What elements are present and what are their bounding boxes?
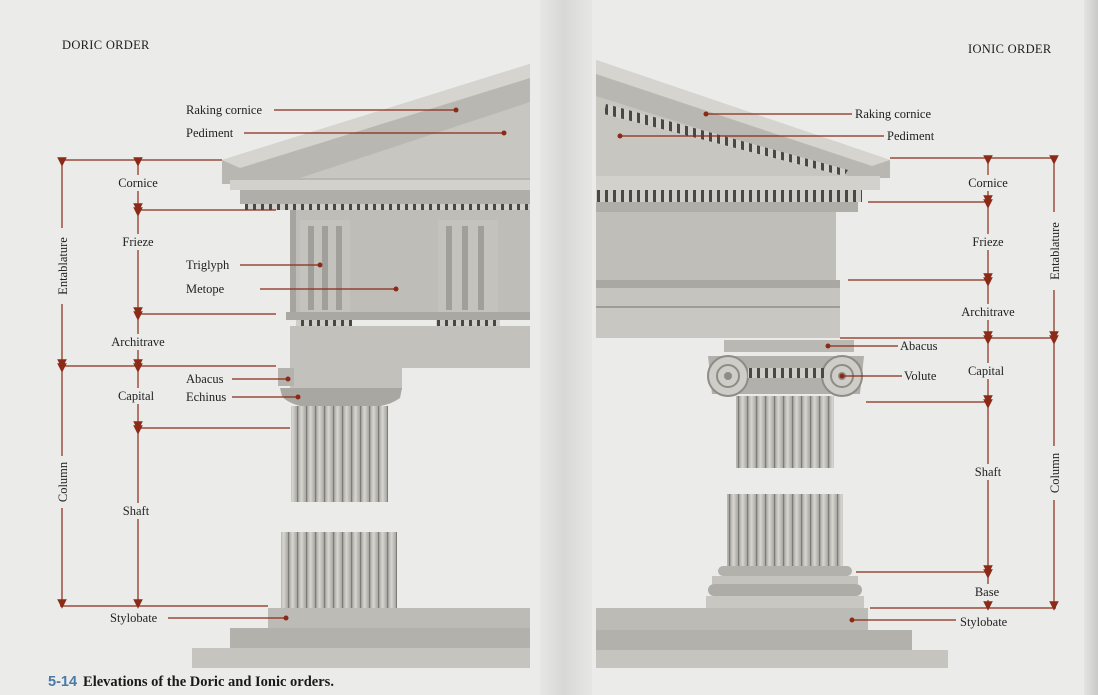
ionic-heading: IONIC ORDER [968, 42, 1052, 56]
doric-dots [283, 107, 507, 621]
ionic-label-frieze: Frieze [972, 235, 1004, 249]
doric-label-shaft: Shaft [123, 504, 150, 518]
doric-label-frieze: Frieze [122, 235, 154, 249]
ionic-leaders [620, 113, 1059, 621]
triglyph-1 [300, 220, 350, 312]
doric-label-metope: Metope [186, 282, 225, 296]
ionic-label-shaft: Shaft [975, 465, 1002, 479]
figure-caption-text: Elevations of the Doric and Ionic orders… [83, 674, 334, 690]
ionic-label-capital: Capital [968, 364, 1005, 378]
doric-temple [192, 64, 530, 668]
ionic-label-raking-cornice: Raking cornice [855, 107, 931, 121]
figure-number: 5-14 [48, 674, 78, 690]
ionic-label-column: Column [1048, 452, 1062, 493]
ionic-label-cornice: Cornice [968, 176, 1008, 190]
ionic-label-abacus: Abacus [900, 339, 938, 353]
doric-label-column: Column [56, 461, 70, 502]
doric-label-abacus: Abacus [186, 372, 224, 386]
doric-label-triglyph: Triglyph [186, 258, 230, 272]
triglyph-2 [438, 220, 498, 312]
doric-label-raking-cornice: Raking cornice [186, 103, 262, 117]
doric-heading: DORIC ORDER [62, 38, 150, 52]
ionic-dots [617, 111, 855, 623]
ionic-label-architrave: Architrave [961, 305, 1015, 319]
ionic-temple [596, 60, 948, 668]
doric-label-echinus: Echinus [186, 390, 226, 404]
ionic-label-entablature: Entablature [1048, 222, 1062, 280]
ionic-label-stylobate: Stylobate [960, 615, 1008, 629]
doric-label-architrave: Architrave [111, 335, 165, 349]
ionic-label-base: Base [975, 585, 1000, 599]
doric-label-capital: Capital [118, 389, 155, 403]
doric-label-entablature: Entablature [56, 237, 70, 295]
doric-label-stylobate: Stylobate [110, 611, 158, 625]
doric-label-cornice: Cornice [118, 176, 158, 190]
book-gutter [540, 0, 592, 695]
ionic-label-volute: Volute [904, 369, 937, 383]
figure-caption: 5-14 Elevations of the Doric and Ionic or… [48, 674, 334, 691]
label-masks [54, 175, 1064, 600]
ionic-label-pediment: Pediment [887, 129, 935, 143]
page-edge [1084, 0, 1098, 695]
doric-label-pediment: Pediment [186, 126, 234, 140]
